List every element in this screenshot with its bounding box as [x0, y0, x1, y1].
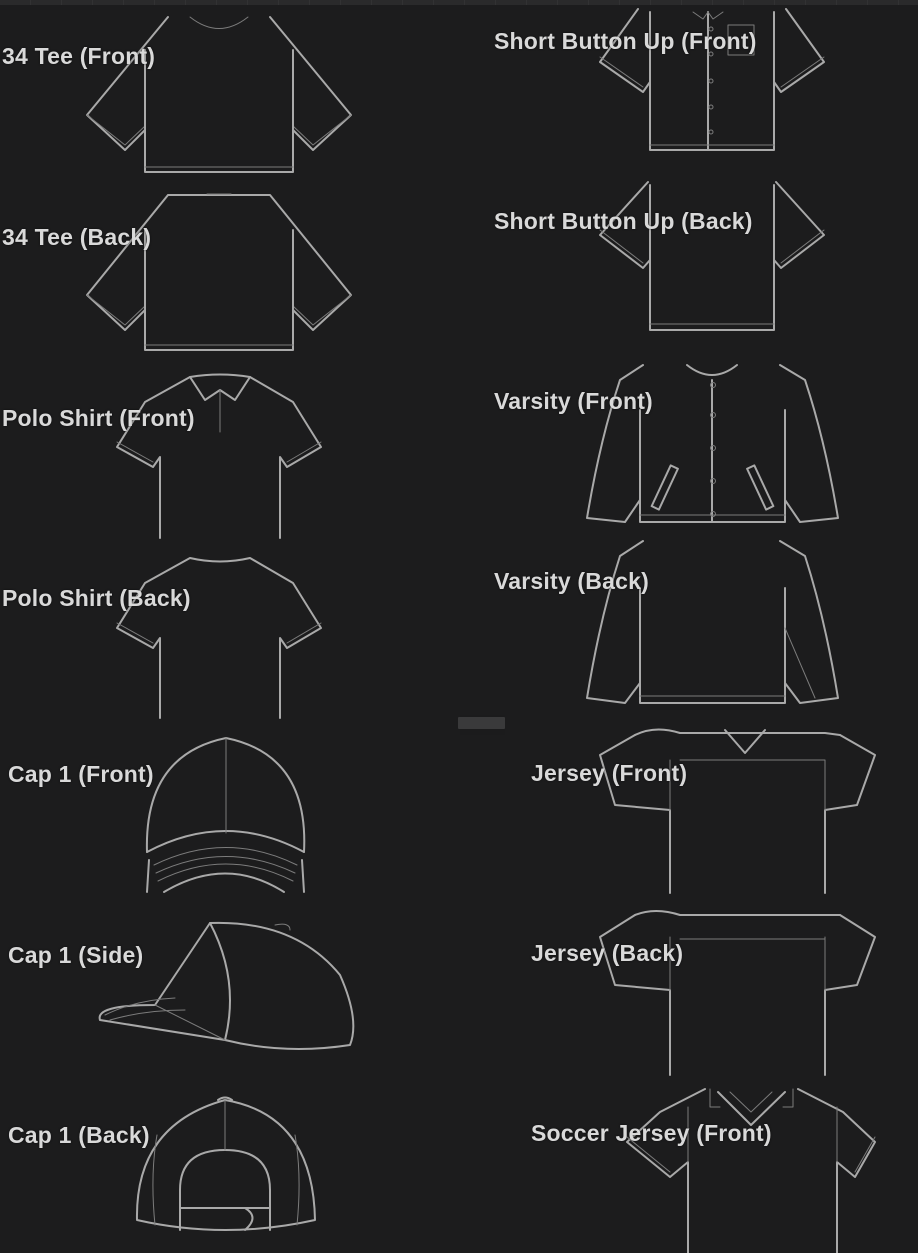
top-ruler [0, 0, 918, 5]
template-tile-varsity-front[interactable]: Varsity (Front) [460, 355, 918, 530]
template-tile-cap-side[interactable]: Cap 1 (Side) [0, 895, 505, 1075]
template-tile-polo-back[interactable]: Polo Shirt (Back) [0, 540, 460, 720]
cap-back-icon [135, 1096, 316, 1231]
panel-bottom-right [505, 715, 918, 1253]
template-label: Cap 1 (Side) [8, 942, 144, 968]
template-tile-soccer-jersey-front[interactable]: Soccer Jersey (Front) [505, 1075, 918, 1253]
cap-side-icon [98, 921, 355, 1050]
template-tile-cap-front[interactable]: Cap 1 (Front) [0, 735, 505, 895]
template-label: Short Button Up (Back) [494, 208, 753, 234]
varsity-back-icon [586, 540, 839, 704]
template-tile-short-button-up-front[interactable]: Short Button Up (Front) [460, 5, 918, 180]
button-up-back-icon [599, 181, 825, 331]
panel-bottom-left [0, 735, 505, 1253]
polo-back-icon [116, 557, 322, 719]
panel-top-left [0, 5, 460, 735]
template-label: Soccer Jersey (Front) [531, 1120, 772, 1146]
soccer-jersey-front-icon [626, 1088, 876, 1253]
template-label: Polo Shirt (Front) [2, 405, 195, 431]
template-tile-jersey-front[interactable]: Jersey (Front) [505, 715, 918, 895]
template-tile-polo-front[interactable]: Polo Shirt (Front) [0, 360, 460, 540]
template-tile-jersey-back[interactable]: Jersey (Back) [505, 895, 918, 1076]
tee-front-icon [86, 16, 352, 173]
template-label: Jersey (Front) [531, 760, 688, 786]
varsity-front-icon [586, 364, 839, 523]
template-label: 34 Tee (Back) [2, 224, 152, 250]
cap-front-icon [145, 737, 306, 893]
button-up-front-icon [599, 8, 825, 151]
template-label: Varsity (Front) [494, 388, 653, 414]
template-label: Polo Shirt (Back) [2, 585, 191, 611]
tee-back-icon [86, 193, 352, 351]
jersey-back-icon [599, 910, 876, 1076]
template-label: Varsity (Back) [494, 568, 649, 594]
template-tile-34-tee-back[interactable]: 34 Tee (Back) [0, 180, 460, 360]
polo-front-icon [116, 373, 322, 539]
template-tile-cap-back[interactable]: Cap 1 (Back) [0, 1075, 505, 1253]
template-label: Short Button Up (Front) [494, 28, 757, 54]
jersey-front-icon [599, 728, 876, 894]
panel-top-right [460, 5, 918, 715]
resize-handle[interactable] [458, 717, 505, 729]
template-label: Jersey (Back) [531, 940, 684, 966]
template-label: Cap 1 (Front) [8, 761, 154, 787]
template-tile-varsity-back[interactable]: Varsity (Back) [460, 530, 918, 710]
template-label: 34 Tee (Front) [2, 43, 156, 69]
template-tile-short-button-up-back[interactable]: Short Button Up (Back) [460, 180, 918, 355]
template-label: Cap 1 (Back) [8, 1122, 150, 1148]
template-tile-34-tee-front[interactable]: 34 Tee (Front) [0, 5, 460, 180]
